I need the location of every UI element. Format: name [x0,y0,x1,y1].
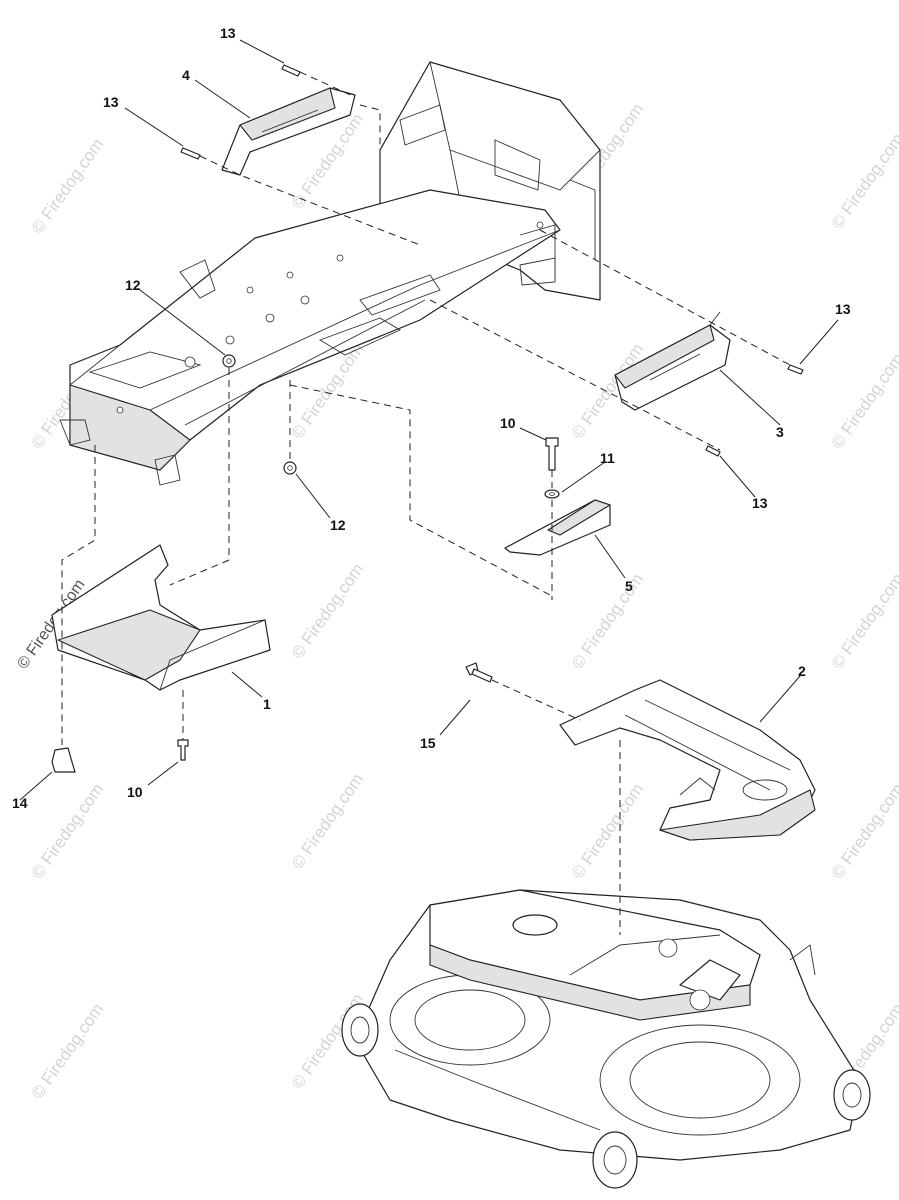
callout-13: 13 [103,94,119,110]
part-1-shield [51,544,271,691]
callout-13: 13 [220,25,236,41]
watermark: © Firedog.com [828,780,899,882]
callout-14: 14 [12,795,28,811]
watermark: © Firedog.com [288,560,368,662]
callout-15: 15 [420,735,436,751]
callout-13: 13 [752,495,768,511]
watermark: © Firedog.com [28,1000,108,1102]
watermark: © Firedog.com [288,770,368,872]
callout-3: 3 [776,424,784,440]
callout-10: 10 [127,784,143,800]
assembly-lines [61,71,791,935]
chassis-frame [59,61,601,486]
callout-5: 5 [625,578,633,594]
watermark: © Firedog.com [828,130,899,232]
callout-12: 12 [125,277,141,293]
leader-lines [19,39,839,801]
watermark: © Firedog.com [28,780,108,882]
hardware [51,64,804,773]
callout-1: 1 [263,696,271,712]
mower-deck [341,889,871,1189]
watermark: © Firedog.com [568,570,648,672]
callout-13: 13 [835,301,851,317]
callout-10: 10 [500,415,516,431]
watermark: © Firedog.com [828,350,899,452]
part-2-shield [559,679,816,841]
callout-2: 2 [798,663,806,679]
callout-12: 12 [330,517,346,533]
part-5-plate [504,499,611,556]
part-3-bracket [614,311,731,411]
callouts: 13 4 13 12 13 3 13 10 11 12 5 1 2 15 14 … [12,25,851,811]
callout-4: 4 [182,67,190,83]
part-4-bracket [221,87,356,176]
watermark: © Firedog.com [568,780,648,882]
callout-11: 11 [600,450,615,466]
watermark: © Firedog.com [28,135,108,237]
watermark: © Firedog.com [828,570,899,672]
